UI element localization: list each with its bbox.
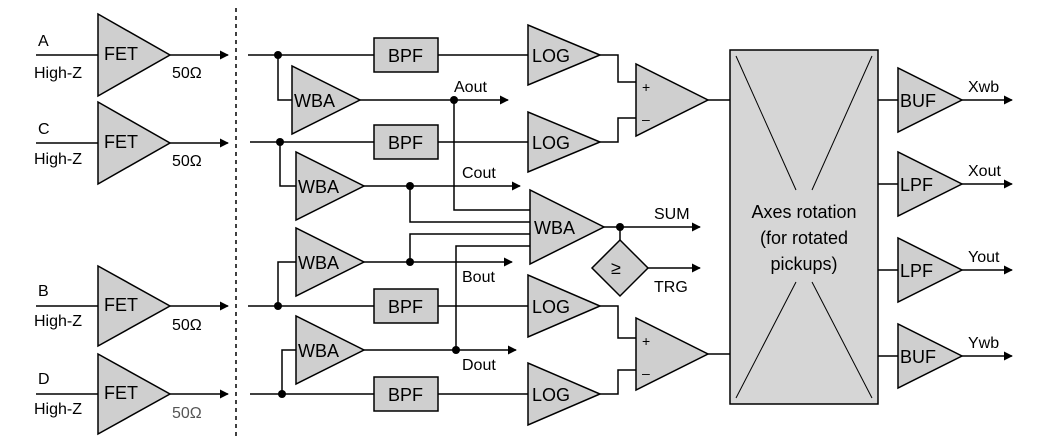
fet-c-amplifier (97, 100, 172, 186)
signal-trg: TRG (654, 279, 688, 296)
channel-d-chain: BPF LOG WBA Dout (250, 245, 636, 427)
log-b-label: LOG (532, 297, 570, 317)
buf-x (897, 66, 964, 134)
input-b-impedance: High-Z (34, 313, 82, 330)
input-a-impedance: High-Z (34, 65, 82, 82)
axes-rotation: Axes rotation (for rotated pickups) (729, 49, 879, 405)
input-a-name: A (38, 33, 49, 50)
rotation-line-2: (for rotated (760, 228, 848, 248)
channel-c-chain: BPF LOG WBA Cout (250, 110, 636, 223)
diff-amp-y (635, 316, 710, 392)
fet-b-amplifier (97, 264, 172, 348)
buf-y-label: BUF (900, 347, 936, 367)
lpf-y-label: LPF (900, 261, 933, 281)
input-b-name: B (38, 283, 49, 300)
output-yout: LPF Yout (878, 236, 1013, 304)
lpf-x (897, 150, 964, 218)
rotation-line-3: pickups) (770, 254, 837, 274)
log-c (527, 110, 602, 174)
input-d-impedance: High-Z (34, 401, 82, 418)
lpf-x-label: LPF (900, 175, 933, 195)
buf-x-label: BUF (900, 91, 936, 111)
wba-d (295, 314, 366, 386)
signal-sum: SUM (654, 206, 690, 223)
fet-d-label: FET (104, 383, 138, 403)
wba-sum (529, 188, 606, 266)
log-a (527, 23, 602, 87)
log-d-label: LOG (532, 385, 570, 405)
diff-amp-x (635, 62, 710, 138)
wba-c-label: WBA (298, 177, 339, 197)
fet-a-amplifier (97, 12, 172, 98)
signal-dout: Dout (462, 357, 496, 374)
diff-x-plus: + (642, 79, 650, 95)
input-c: C High-Z FET 50Ω (34, 100, 229, 186)
bpf-d (373, 376, 439, 412)
input-b: B High-Z FET 50Ω (34, 264, 229, 348)
signal-bout: Bout (462, 269, 495, 286)
sum-stage: WBA SUM ≥ TRG (529, 188, 701, 298)
rotation-box (729, 49, 879, 405)
input-c-impedance: High-Z (34, 151, 82, 168)
bpf-a-label: BPF (388, 46, 423, 66)
lpf-y (897, 236, 964, 304)
log-c-label: LOG (532, 133, 570, 153)
comparator-symbol: ≥ (611, 258, 621, 278)
output-xout-label: Xout (968, 163, 1001, 180)
output-xwb-label: Xwb (968, 79, 999, 96)
diff-x-minus: – (642, 111, 650, 127)
fet-c-label: FET (104, 132, 138, 152)
fet-d-output: 50Ω (172, 405, 202, 422)
wba-d-label: WBA (298, 341, 339, 361)
wba-c (295, 150, 366, 222)
wba-sum-label: WBA (534, 218, 575, 238)
channel-b-chain: BPF LOG WBA Bout (248, 226, 636, 339)
comparator (590, 238, 650, 298)
output-yout-label: Yout (968, 249, 1000, 266)
bpf-b (373, 288, 439, 324)
fet-c-output: 50Ω (172, 153, 202, 170)
wba-b (295, 226, 366, 298)
fet-a-label: FET (104, 44, 138, 64)
input-c-name: C (38, 121, 50, 138)
fet-b-label: FET (104, 295, 138, 315)
output-ywb: BUF Ywb (878, 322, 1013, 390)
output-ywb-label: Ywb (968, 335, 999, 352)
bpf-c-label: BPF (388, 133, 423, 153)
channel-a-chain: BPF LOG WBA Aout (248, 23, 636, 211)
buf-y (897, 322, 964, 390)
diff-y-minus: – (642, 365, 650, 381)
fet-d-amplifier (97, 352, 172, 436)
wba-b-label: WBA (298, 253, 339, 273)
output-xout: LPF Xout (878, 150, 1013, 218)
input-d-name: D (38, 371, 50, 388)
diff-amp-top: + – (635, 62, 730, 138)
bpf-d-label: BPF (388, 385, 423, 405)
fet-a-output: 50Ω (172, 65, 202, 82)
wba-a (291, 64, 362, 136)
input-a: A High-Z FET 50Ω (34, 12, 229, 98)
wba-a-label: WBA (294, 91, 335, 111)
diff-y-plus: + (642, 333, 650, 349)
bpf-b-label: BPF (388, 297, 423, 317)
bpf-a (373, 37, 439, 73)
signal-cout: Cout (462, 165, 496, 182)
input-d: D High-Z FET 50Ω (34, 352, 229, 436)
log-b (527, 273, 602, 339)
fet-b-output: 50Ω (172, 317, 202, 334)
diff-amp-bottom: + – (635, 316, 730, 392)
log-d (527, 361, 602, 427)
signal-aout: Aout (454, 79, 487, 96)
log-a-label: LOG (532, 46, 570, 66)
rotation-line-1: Axes rotation (751, 202, 856, 222)
output-xwb: BUF Xwb (878, 66, 1013, 134)
